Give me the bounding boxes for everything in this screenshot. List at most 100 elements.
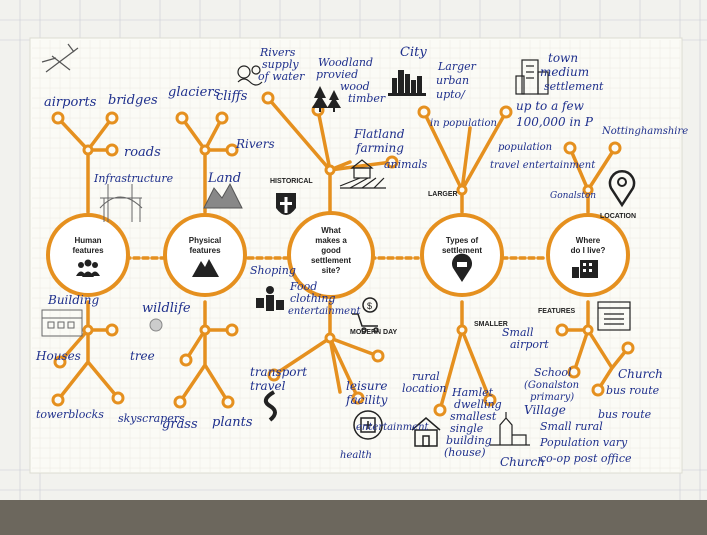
node-site-line5: site? [322, 266, 341, 275]
house-icon [411, 417, 441, 447]
svg-text:$: $ [367, 301, 372, 311]
hw-hamlet-1: Hamlet [451, 386, 494, 399]
hw-town-1: town [548, 51, 578, 65]
caption-location: LOCATION [600, 213, 636, 220]
node-settlement-site: What makes a good settlement site? [287, 211, 375, 299]
water-mill-icon [237, 65, 263, 86]
hw-flatland-1: Flatland [353, 127, 405, 141]
caption-historical: HISTORICAL [270, 178, 313, 185]
hw-transport-2: travel [250, 379, 286, 393]
hw-airports: airports [44, 95, 97, 110]
hw-rural-2: location [402, 382, 447, 395]
hw-village: Village [524, 403, 566, 417]
hw-hamlet-6: (house) [444, 446, 486, 459]
hw-rivers-physical: Rivers [235, 137, 275, 151]
hw-cliffs: cliffs [216, 89, 248, 104]
hw-town-2: medium [540, 65, 589, 79]
hw-bridges: bridges [108, 93, 158, 108]
farm-icon [339, 159, 386, 189]
checklist-icon [597, 301, 631, 331]
hw-skyscrapers: skyscrapers [118, 412, 185, 425]
node-human-line2: features [72, 246, 104, 255]
city-skyline-icon [388, 70, 426, 96]
hw-upto-2: 100,000 in P [516, 115, 594, 129]
hw-church-small: Church [500, 455, 545, 469]
node-human-line1: Human [74, 236, 101, 245]
hw-transport-1: transport [250, 365, 307, 379]
node-site-line2: makes a [315, 236, 347, 245]
hw-small-airport-2: airport [510, 338, 549, 351]
hw-small-rural: Small rural [540, 420, 603, 433]
hw-hamlet-4: single [450, 422, 484, 435]
hw-rivers-supply-3: of water [258, 70, 305, 83]
hw-city: City [400, 45, 427, 60]
node-where-line1: Where [576, 236, 601, 245]
node-site-line4: settlement [311, 256, 351, 265]
hw-larger-3: upto/ [436, 88, 466, 101]
hw-leisure-3: entertainment [356, 422, 430, 433]
hw-food-1: Food [289, 280, 317, 293]
node-where-do-i-live: Where do I live? [546, 213, 630, 297]
hw-leisure-2: facility [345, 393, 388, 407]
hw-tree: tree [130, 349, 155, 363]
hw-gonalston: Gonalston [550, 191, 596, 201]
building-drawing [41, 309, 83, 337]
hw-food-3: entertainment [288, 306, 362, 317]
mountain-drawing [203, 182, 243, 209]
plane-drawing [41, 43, 79, 73]
handwritten-annotations: airports bridges roads Infrastructure gl… [35, 45, 688, 469]
hw-rivers-supply-2: supply [262, 58, 299, 71]
hw-church-where: Church [618, 367, 663, 381]
hw-upto-4: travel entertainment [490, 160, 596, 171]
hw-houses: Houses [35, 349, 81, 363]
hw-shopping: Shoping [250, 264, 296, 277]
hw-plants: plants [212, 415, 253, 430]
mind-map-junctions [51, 91, 635, 417]
hw-leisure-1: leisure [346, 379, 388, 393]
hw-larger-4: in population [430, 118, 497, 129]
shopping-person-icon [256, 286, 284, 311]
hw-larger-1: Larger [437, 60, 477, 73]
hospital-icon [353, 410, 383, 440]
hw-roads: roads [124, 145, 161, 160]
road-icon [263, 390, 277, 422]
location-marker-icon [608, 170, 636, 208]
hw-hamlet-2: dwelling [454, 398, 502, 411]
hw-towerblocks: towerblocks [36, 408, 104, 421]
hw-hamlet-3: smallest [450, 410, 497, 423]
hw-busroute-1: bus route [606, 384, 660, 397]
church-icon [490, 412, 530, 446]
hw-nottinghamshire: Nottinghamshire [601, 126, 688, 137]
hw-school-1: School [534, 366, 572, 379]
hw-woodland-3: wood [340, 80, 370, 93]
people-icon [76, 259, 100, 277]
node-site-line1: What [321, 226, 341, 235]
caption-smaller: SMALLER [474, 321, 508, 328]
hw-school-2: (Gonalston [524, 380, 579, 391]
caption-larger: LARGER [428, 191, 458, 198]
location-pin-icon [452, 253, 472, 282]
node-types-of-settlement: Types of settlement [420, 213, 504, 297]
mountain-icon [192, 259, 219, 277]
hw-land: Land [207, 171, 241, 186]
hw-rural-1: rural [412, 370, 440, 383]
trees-icon [312, 86, 341, 112]
hw-woodland-2: provied [316, 68, 358, 81]
bridge-drawing [99, 184, 143, 222]
hw-small-airport-1: Small [502, 326, 534, 339]
node-types-line1: Types of [446, 236, 479, 245]
hw-upto-1: up to a few [516, 99, 585, 113]
hw-glaciers: glaciers [168, 85, 221, 100]
hw-school-3: primary) [530, 392, 574, 403]
hw-food-2: clothing [290, 292, 335, 305]
node-site-line3: good [321, 246, 341, 255]
hw-population: Population vary [539, 436, 628, 449]
wildlife-drawing [149, 318, 163, 332]
hw-building: Building [47, 293, 99, 307]
hw-upto-3: population [498, 142, 552, 153]
notebook-shadow [0, 500, 707, 535]
hw-larger-2: urban [436, 74, 469, 87]
hw-flatland-3: animals [384, 158, 428, 171]
node-types-line2: settlement [442, 246, 482, 255]
